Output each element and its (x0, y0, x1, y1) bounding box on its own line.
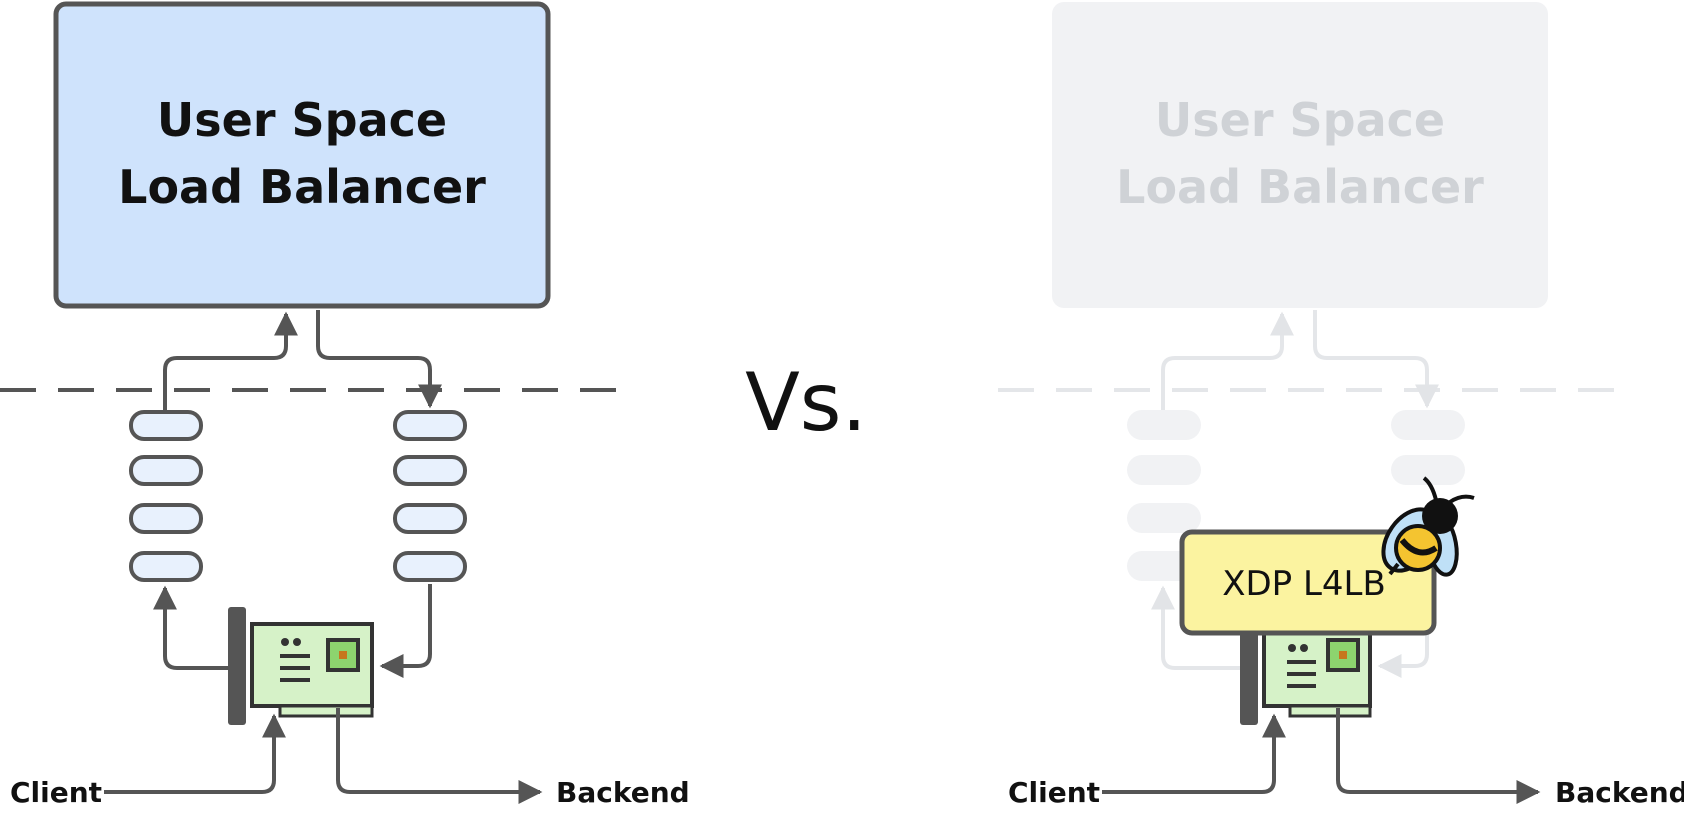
tx-queue (393, 410, 467, 582)
client-label: Client (10, 776, 102, 809)
backend-label: Backend (1555, 776, 1684, 809)
versus-label: Vs. (745, 356, 867, 449)
faded-arrow-nic-to-rx (1151, 585, 1242, 670)
arrow-nic-to-backend (1336, 708, 1541, 804)
backend-label: Backend (556, 776, 690, 809)
rx-queue (129, 410, 203, 582)
arrow-nic-to-rx-queue (153, 585, 245, 670)
queue-slot (393, 503, 467, 534)
arrow-tx-queue-to-nic (379, 584, 432, 678)
faded-user-space-box (1052, 2, 1548, 308)
bee-icon (1381, 476, 1475, 577)
arrow-nic-to-backend (336, 708, 543, 804)
xdp-l4lb-label: XDP L4LB (1222, 564, 1386, 604)
queue-slot (393, 551, 467, 582)
arrow-client-to-nic (1102, 713, 1286, 794)
queue-slot (393, 410, 467, 441)
faded-arrow-to-user-space (1161, 311, 1294, 412)
queue-slot (129, 410, 203, 441)
xdp-l4lb-box (1179, 529, 1437, 636)
faded-user-space-label-line2: Load Balancer (1116, 160, 1484, 214)
user-space-box (53, 1, 551, 309)
queue-slot (393, 455, 467, 486)
faded-arrow-tx-to-nic (1377, 630, 1429, 678)
user-space-label-line1: User Space (157, 93, 447, 147)
queue-slot (129, 455, 203, 486)
faded-tx-queue (1391, 410, 1465, 485)
arrow-to-user-space (163, 311, 298, 412)
nic-card-icon (1240, 607, 1372, 725)
client-label: Client (1008, 776, 1100, 809)
faded-user-space-label-line1: User Space (1155, 93, 1445, 147)
queue-slot (129, 503, 203, 534)
user-space-label-line2: Load Balancer (118, 160, 486, 214)
right-diagram: User Space Load Balancer (998, 2, 1684, 809)
arrow-client-to-nic (104, 713, 286, 794)
left-diagram: User Space Load Balancer (0, 1, 690, 809)
faded-arrow-from-user-space (1313, 310, 1439, 409)
nic-card-icon (228, 607, 374, 725)
queue-slot (129, 551, 203, 582)
arrow-from-user-space (316, 310, 442, 409)
